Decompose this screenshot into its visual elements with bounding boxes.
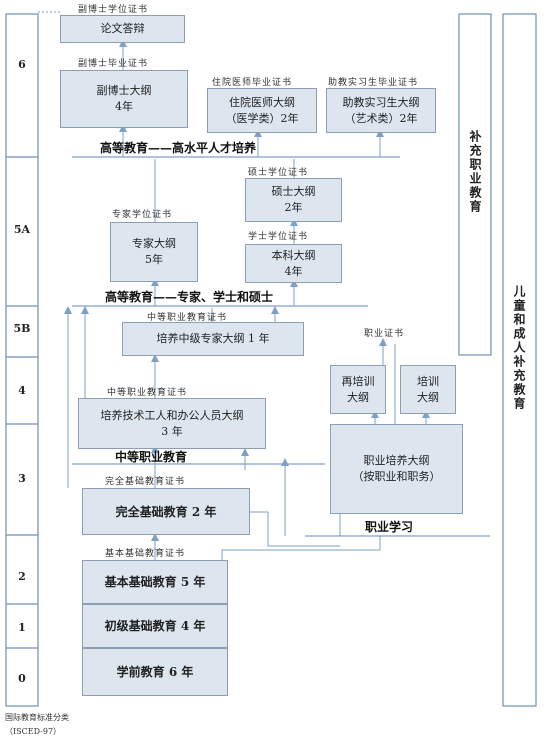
vocational-outline-subtitle: （按职业和职务） [352, 470, 441, 483]
thesis-defense-text: 论文答辩 [100, 22, 145, 35]
resident-outline-box: 住院医师大纲 （医学类）2年 [207, 88, 317, 133]
basic-education-text: 基本基础教育 5 年 [104, 575, 206, 589]
complete-basic-box: 完全基础教育 2 年 [82, 488, 250, 535]
retraining-outline-line1: 再培训 [341, 374, 375, 388]
training-outline-line1: 培训 [417, 374, 439, 388]
heading-higher-expert: 高等教育——专家、学士和硕士 [105, 290, 274, 304]
expert-outline-box: 专家大纲 5年 [110, 222, 198, 282]
bachelor-outline-box: 本科大纲 4年 [245, 244, 342, 283]
training-outline-box: 培训 大纲 [400, 365, 456, 414]
level-column [5, 13, 39, 707]
cert-expert-degree: 专家学位证书 [112, 210, 173, 220]
primary-education-text: 初级基础教育 4 年 [104, 619, 206, 633]
complete-basic-text: 完全基础教育 2 年 [115, 504, 217, 519]
resident-outline-title: 住院医师大纲 [229, 95, 295, 109]
heading-higher-talent: 高等教育——高水平人才培养 [100, 141, 257, 155]
level-5b-label: 5B [13, 322, 31, 335]
cert-resident-graduation: 住院医师毕业证书 [212, 78, 293, 88]
heading-secondary-vocational: 中等职业教育 [115, 450, 188, 464]
master-outline-title: 硕士大纲 [271, 185, 316, 198]
primary-education-box: 初级基础教育 4 年 [82, 604, 228, 648]
cert-postdoc-graduation: 副博士毕业证书 [78, 59, 149, 69]
cert-bachelor-degree: 学士学位证书 [248, 232, 309, 242]
assistant-outline-duration: （艺术类）2年 [344, 111, 418, 125]
cert-vocational: 职业证书 [364, 329, 405, 339]
bachelor-outline-title: 本科大纲 [271, 248, 316, 262]
cert-mid-vocational-2: 中等职业教育证书 [107, 388, 188, 398]
postdoc-outline-duration: 4年 [115, 100, 133, 113]
vocational-outline-title: 职业培养大纲 [363, 454, 430, 467]
master-outline-box: 硕士大纲 2年 [245, 178, 342, 222]
worker-outline-duration: 3 年 [161, 424, 183, 438]
supplementary-label: 补充职业教育 [468, 130, 482, 214]
resident-outline-duration: （医学类）2年 [225, 111, 299, 125]
cert-mid-vocational: 中等职业教育证书 [147, 313, 228, 323]
level-5a-label: 5A [13, 223, 31, 236]
postdoc-outline-title: 副博士大纲 [96, 84, 152, 97]
level-1-label: 1 [18, 621, 26, 634]
vocational-outline-box: 职业培养大纲 （按职业和职务） [330, 424, 463, 514]
postdoc-outline-box: 副博士大纲 4年 [60, 70, 188, 128]
mid-expert-outline-text: 培养中级专家大纲 1 年 [156, 332, 270, 345]
expert-outline-duration: 5年 [145, 253, 163, 266]
worker-outline-title: 培养技术工人和办公人员大纲 [100, 408, 244, 422]
children-adult-label: 儿童和成人补充教育 [512, 285, 526, 411]
children-adult-panel [502, 13, 537, 707]
supplementary-panel [458, 13, 492, 356]
bachelor-outline-duration: 4年 [284, 264, 303, 278]
cert-postdoc-degree: 副博士学位证书 [78, 5, 149, 15]
retraining-outline-box: 再培训 大纲 [330, 365, 386, 414]
level-3-label: 3 [18, 472, 26, 485]
assistant-outline-box: 助教实习生大纲 （艺术类）2年 [326, 88, 436, 133]
preschool-education-text: 学前教育 6 年 [116, 665, 194, 679]
training-outline-line2: 大纲 [417, 390, 439, 404]
cert-basic: 基本基础教育证书 [105, 549, 186, 559]
basic-education-box: 基本基础教育 5 年 [82, 560, 228, 604]
master-outline-duration: 2年 [284, 201, 303, 214]
mid-expert-outline-box: 培养中级专家大纲 1 年 [122, 322, 304, 356]
thesis-defense-box: 论文答辩 [60, 15, 185, 43]
preschool-education-box: 学前教育 6 年 [82, 648, 228, 696]
assistant-outline-title: 助教实习生大纲 [342, 95, 420, 109]
footer-line1: 国际教育标准分类 [5, 713, 69, 722]
level-2-label: 2 [18, 570, 26, 583]
footer-line2: （ISCED-97） [5, 727, 62, 736]
cert-assistant-graduation: 助教实习生毕业证书 [328, 78, 419, 88]
cert-complete-basic: 完全基础教育证书 [105, 477, 186, 487]
level-4-label: 4 [18, 384, 26, 397]
level-6-label: 6 [18, 58, 26, 71]
retraining-outline-line2: 大纲 [347, 390, 369, 404]
cert-master-degree: 硕士学位证书 [248, 168, 309, 178]
level-0-label: 0 [18, 672, 26, 685]
worker-outline-box: 培养技术工人和办公人员大纲 3 年 [78, 398, 266, 449]
heading-vocational-study: 职业学习 [365, 520, 414, 534]
expert-outline-title: 专家大纲 [132, 237, 176, 250]
